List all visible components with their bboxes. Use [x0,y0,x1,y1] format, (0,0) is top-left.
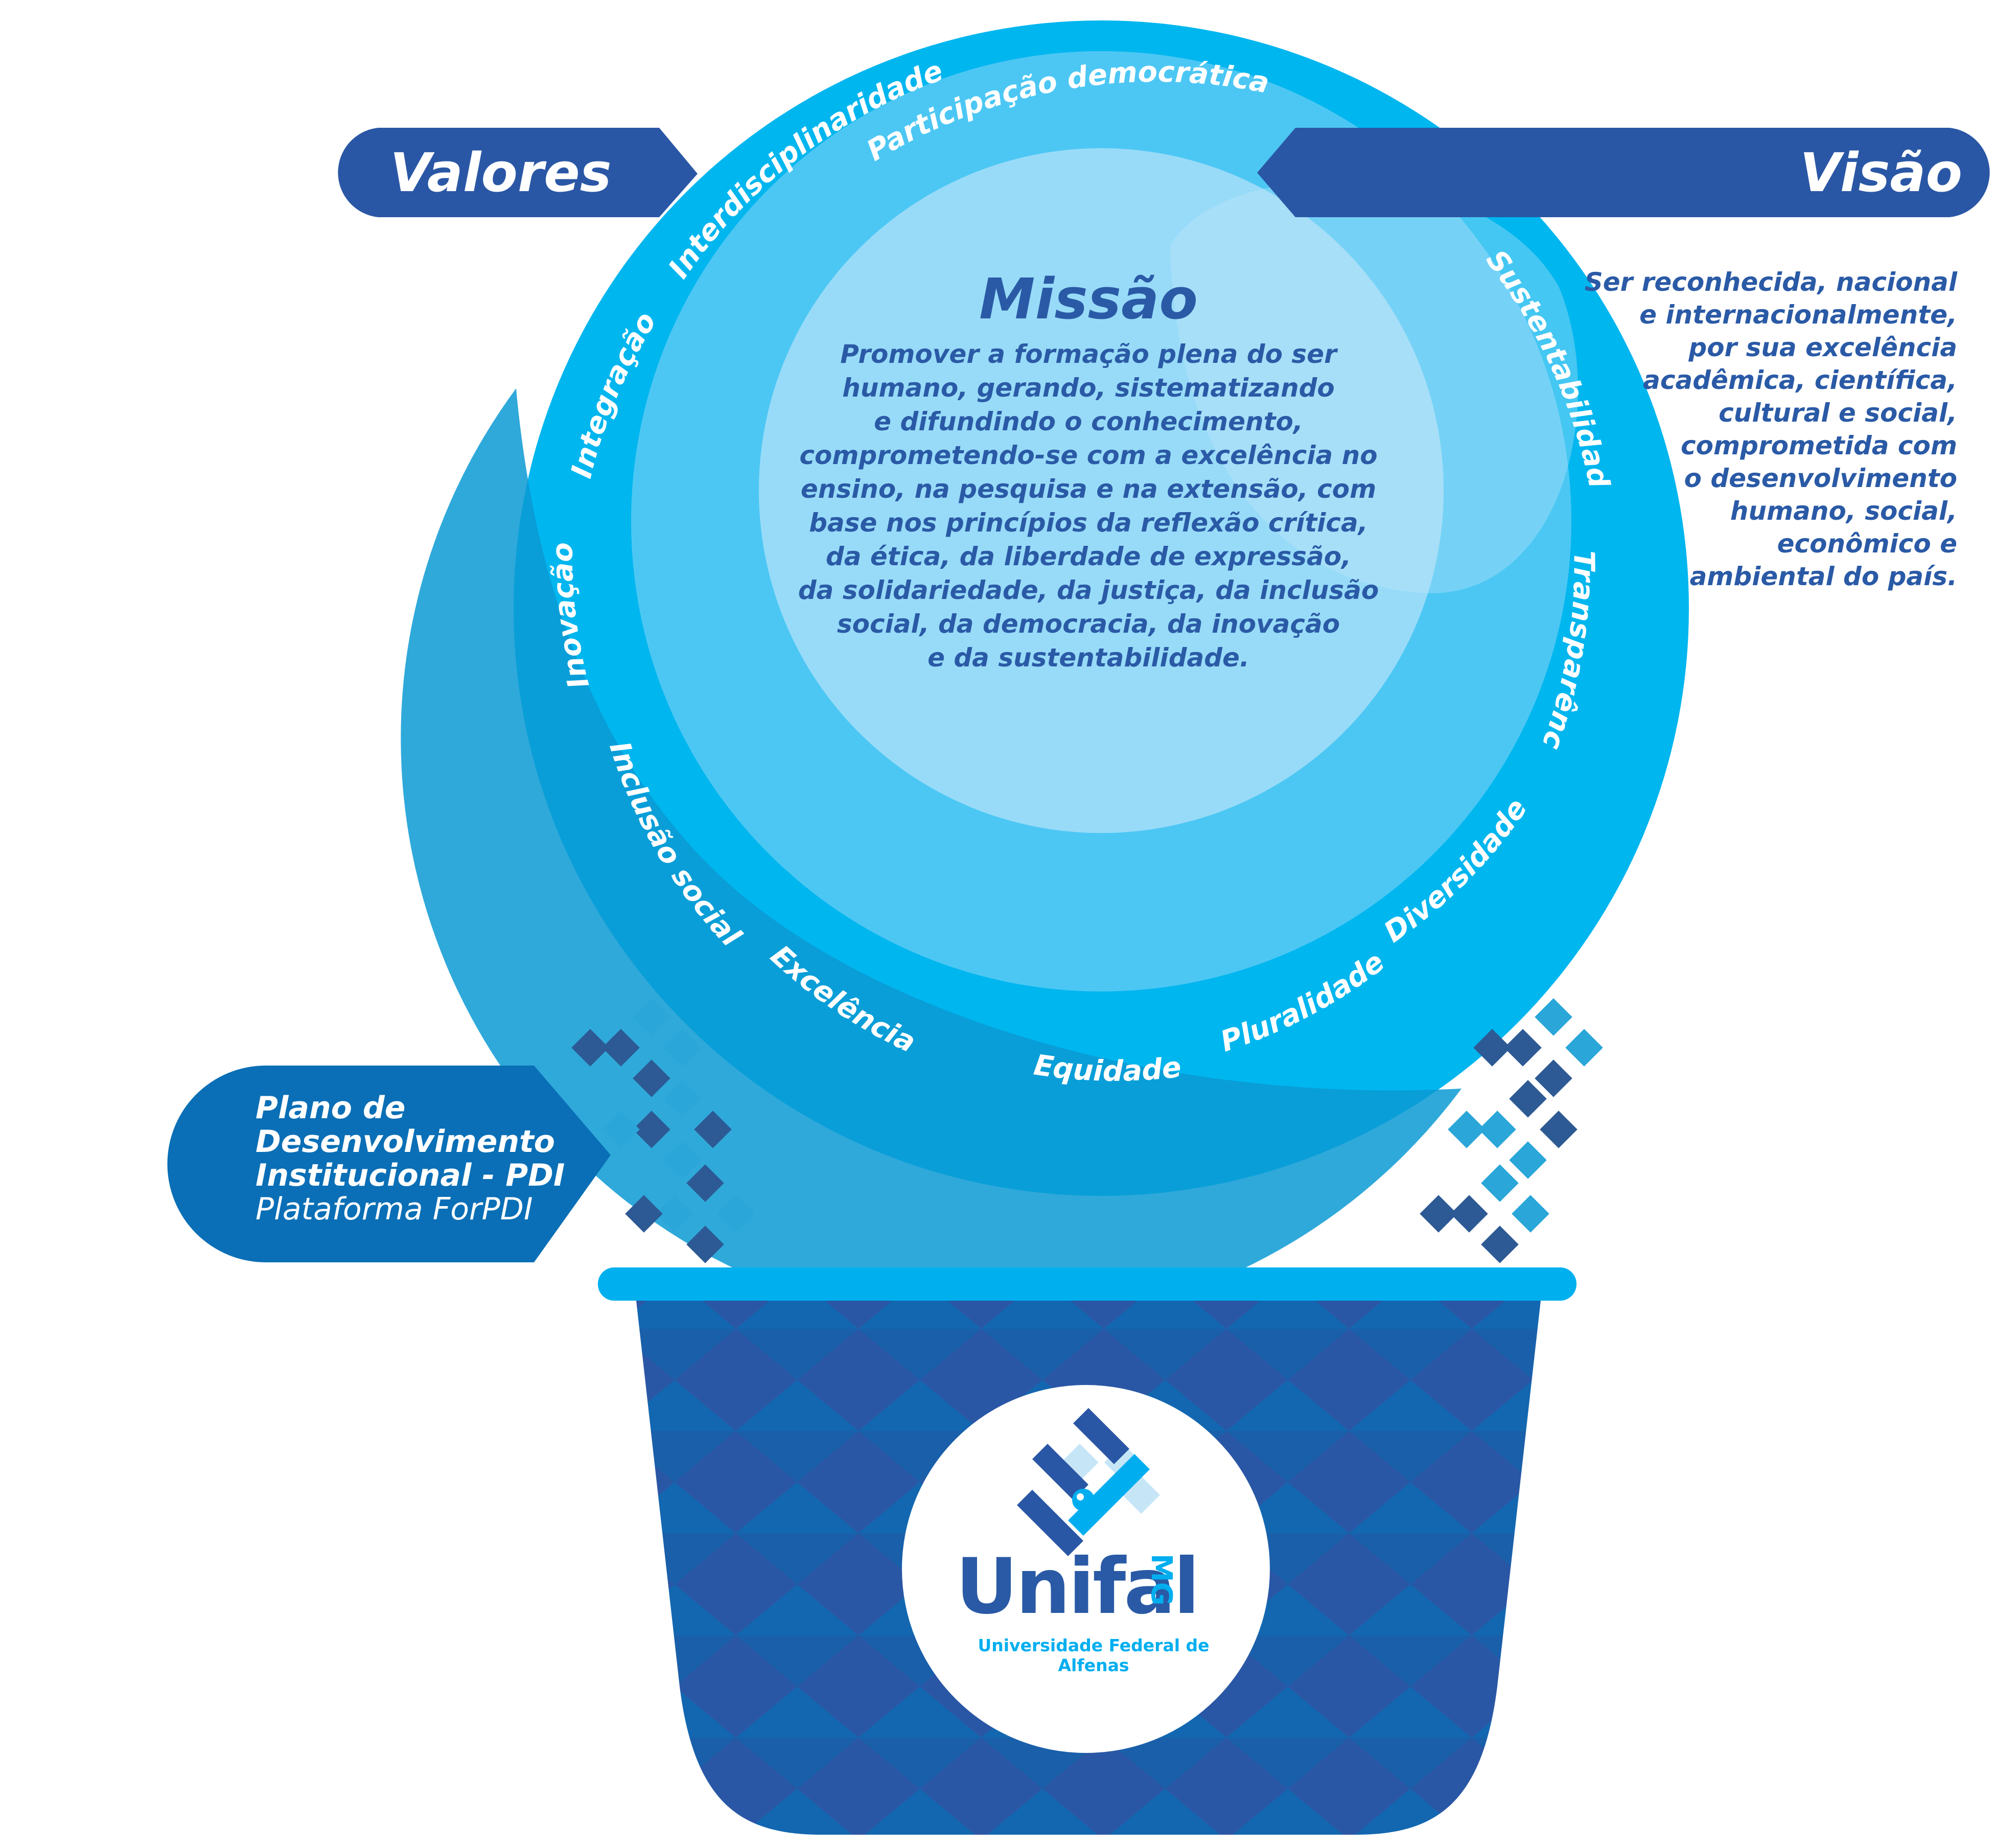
overlay-band [401,388,1462,1327]
pdi-title-line-1: Plano de [256,1090,406,1126]
logo-name: Unifal [956,1542,1200,1631]
missao-title: Missão [979,266,1198,332]
valor-equidade: Equidade [1032,1049,1183,1088]
rope-right-icon [1420,998,1603,1263]
rope-left-icon [571,998,755,1263]
visao-banner [1257,128,1990,217]
pdi-title-line-3: Institucional - PDI [256,1158,565,1193]
basket-rim [598,1267,1576,1301]
pdi-subtitle: Plataforma ForPDI [256,1191,533,1227]
valores-label: Valores [390,142,612,204]
visao-label: Visão [1800,142,1962,204]
pdi-banner [167,1066,611,1262]
pdi-label: Plano de Desenvolvimento Institucional -… [256,1091,572,1226]
pdi-title-line-2: Desenvolvimento [256,1124,555,1160]
logo-suffix: MG [1145,1554,1178,1606]
logo-subtitle: Universidade Federal de Alfenas [978,1635,1210,1675]
inner-circle [759,148,1444,833]
highlight-shape [1170,180,1578,593]
logo-circle [902,1385,1270,1753]
visao-text: Ser reconhecida, nacional e internaciona… [1584,267,1957,591]
missao-text: Promover a formação plena do ser humano,… [798,339,1379,673]
valores-banner [338,128,698,217]
